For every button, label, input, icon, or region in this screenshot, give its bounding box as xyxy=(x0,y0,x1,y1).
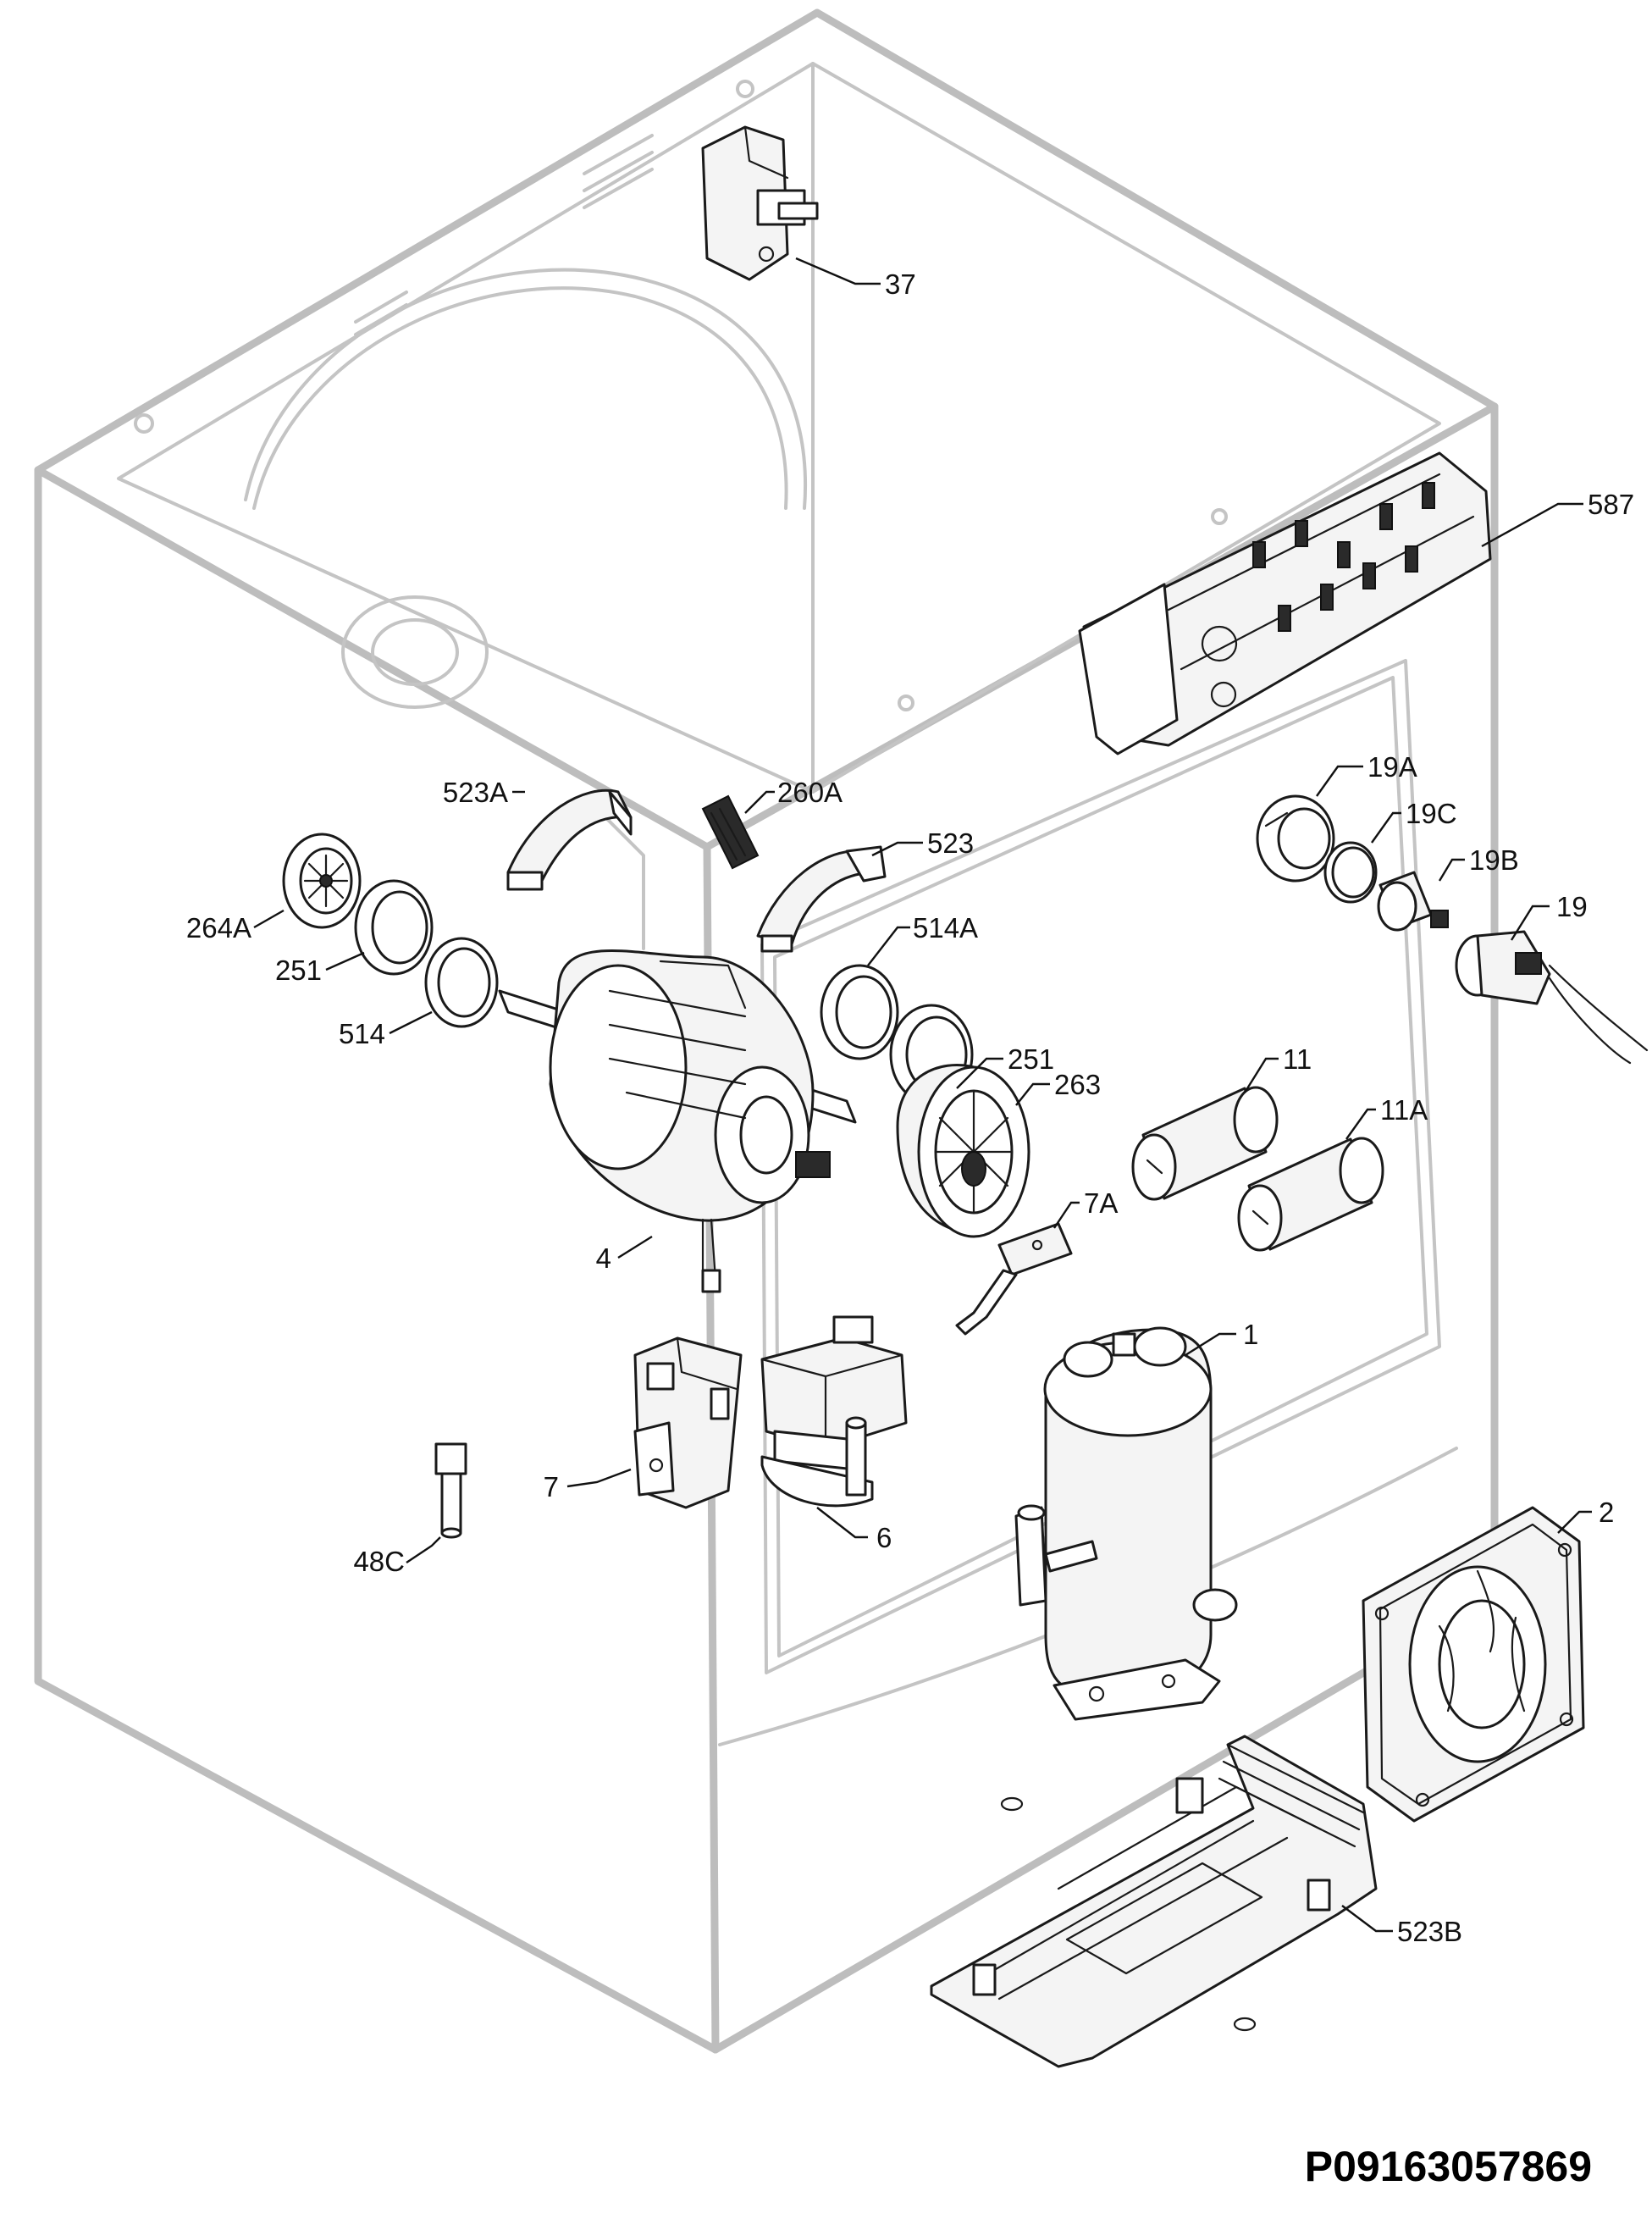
part-263-illustration xyxy=(896,1064,1030,1238)
part-251-left-illustration xyxy=(354,879,434,976)
label-264A: 264A xyxy=(186,912,251,943)
leader-263 xyxy=(1015,1082,1050,1106)
part-19B-illustration xyxy=(1377,871,1449,932)
label-523A: 523A xyxy=(443,777,508,808)
label-4: 4 xyxy=(596,1242,611,1274)
leader-514A xyxy=(867,926,910,966)
label-19C: 19C xyxy=(1406,798,1457,829)
callout-labels: 37 587 523A 260A 523 19A 19C 19B 19 264A… xyxy=(186,268,1634,1947)
leader-587 xyxy=(1481,502,1583,548)
part-19C-illustration xyxy=(1323,841,1378,904)
label-587: 587 xyxy=(1588,489,1634,520)
part-2-illustration xyxy=(1362,1506,1585,1823)
label-523: 523 xyxy=(927,827,974,859)
part-4-illustration xyxy=(498,949,857,1293)
label-263: 263 xyxy=(1054,1069,1101,1100)
label-48C: 48C xyxy=(353,1546,405,1577)
leader-37 xyxy=(795,257,881,285)
leader-260A xyxy=(744,790,775,814)
label-19A: 19A xyxy=(1367,751,1417,783)
leader-7 xyxy=(566,1468,632,1488)
label-19: 19 xyxy=(1556,891,1588,922)
label-7: 7 xyxy=(544,1471,559,1502)
part-523A-illustration xyxy=(506,789,633,891)
label-514: 514 xyxy=(339,1018,385,1049)
part-514-illustration xyxy=(424,937,499,1028)
part-264A-illustration xyxy=(282,833,362,929)
part-514A-illustration xyxy=(820,964,899,1060)
leader-2 xyxy=(1557,1510,1592,1534)
label-7A: 7A xyxy=(1084,1187,1118,1219)
label-251-left: 251 xyxy=(275,955,322,986)
label-11A: 11A xyxy=(1380,1094,1428,1126)
part-587-illustration xyxy=(1078,451,1492,755)
leader-19A xyxy=(1316,765,1363,797)
leader-1 xyxy=(1185,1332,1236,1357)
part-11-illustration xyxy=(1131,1086,1279,1201)
leader-19 xyxy=(1510,905,1550,941)
leader-6 xyxy=(816,1507,868,1539)
part-260A-illustration xyxy=(701,794,760,870)
drawing-code: P09163057869 xyxy=(1305,2143,1592,2190)
label-37: 37 xyxy=(885,268,916,300)
leader-4 xyxy=(617,1235,653,1259)
leader-7A xyxy=(1053,1201,1080,1229)
leader-251-right xyxy=(956,1057,1003,1089)
board-components xyxy=(1201,482,1435,708)
part-523-illustration xyxy=(756,845,887,953)
label-2: 2 xyxy=(1599,1497,1614,1528)
part-7A-illustration xyxy=(955,1222,1073,1336)
leader-lines xyxy=(253,257,1592,1933)
part-6-illustration xyxy=(760,1315,908,1508)
leader-251-left xyxy=(325,951,365,971)
leader-514 xyxy=(389,1010,433,1035)
leader-48C xyxy=(406,1536,441,1563)
label-260A: 260A xyxy=(777,777,843,808)
label-6: 6 xyxy=(876,1522,892,1553)
part-19-illustration xyxy=(1455,930,1649,1065)
leader-11A xyxy=(1345,1108,1376,1140)
part-48C-illustration xyxy=(434,1442,467,1539)
label-251-right: 251 xyxy=(1008,1043,1054,1075)
part-19A-illustration xyxy=(1256,794,1335,883)
label-11: 11 xyxy=(1283,1043,1312,1075)
label-523B: 523B xyxy=(1397,1916,1462,1947)
leader-523B xyxy=(1341,1905,1393,1933)
label-514A: 514A xyxy=(913,912,978,943)
leader-11 xyxy=(1243,1057,1279,1093)
part-523B-illustration xyxy=(930,1735,1378,2068)
leader-264A xyxy=(253,909,285,929)
part-11A-illustration xyxy=(1237,1137,1384,1252)
part-1-illustration xyxy=(1014,1326,1238,1721)
part-7-illustration xyxy=(633,1336,743,1509)
label-1: 1 xyxy=(1243,1319,1258,1350)
leader-19C xyxy=(1371,811,1401,844)
leader-523 xyxy=(871,841,923,857)
leader-19B xyxy=(1438,858,1465,882)
label-19B: 19B xyxy=(1469,844,1519,876)
part-37-illustration xyxy=(701,125,819,281)
